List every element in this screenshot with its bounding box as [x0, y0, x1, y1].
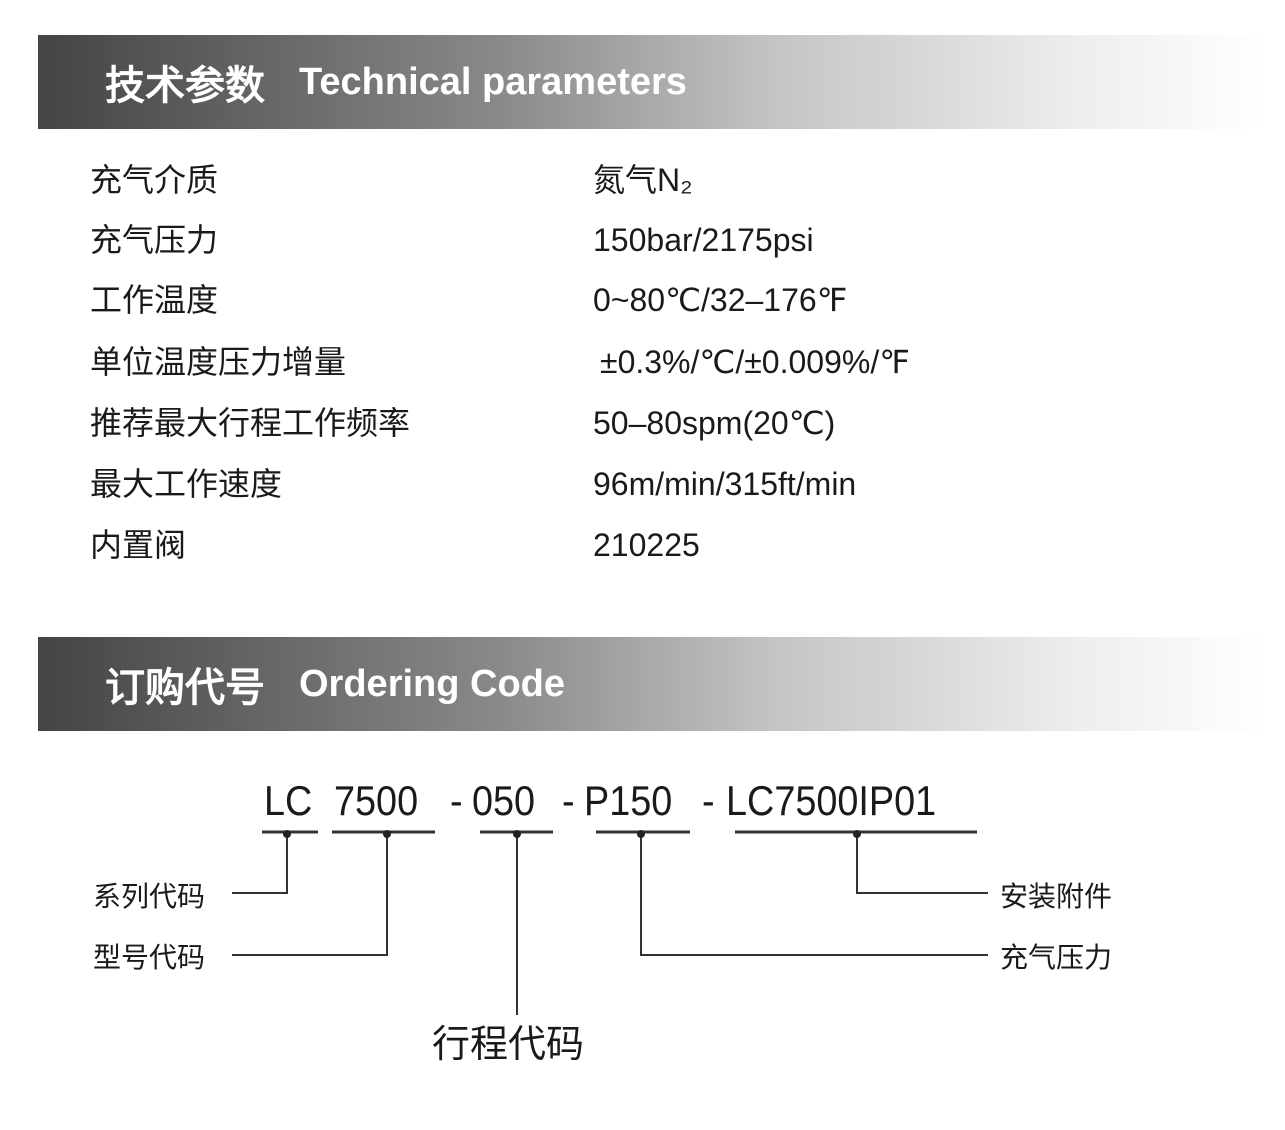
param-label: 推荐最大行程工作频率 [90, 404, 411, 442]
code-stroke: 050 [472, 777, 536, 824]
label-charge-pressure: 充气压力 [1000, 941, 1113, 974]
param-label: 单位温度压力增量 [90, 343, 347, 381]
label-series-code: 系列代码 [93, 880, 206, 913]
param-value: 96m/min/315ft/min [593, 466, 857, 502]
param-value: 0~80℃/32–176℉ [593, 282, 848, 318]
code-model: 7500 [334, 777, 419, 824]
param-label: 工作温度 [90, 281, 219, 319]
param-value: 氮气N₂ [593, 162, 693, 198]
param-label: 充气介质 [90, 161, 219, 199]
param-label: 充气压力 [90, 221, 219, 259]
param-label: 内置阀 [90, 526, 187, 564]
label-model-code: 型号代码 [93, 941, 206, 974]
param-value: 210225 [593, 527, 700, 563]
param-value: ±0.3%/℃/±0.009%/℉ [600, 344, 910, 380]
param-value: 150bar/2175psi [593, 222, 814, 258]
code-accessory: LC7500IP01 [726, 777, 937, 824]
label-stroke-code: 行程代码 [432, 1022, 585, 1066]
header-title-en: Ordering Code [299, 662, 566, 705]
param-value: 50–80spm(20℃) [593, 405, 836, 441]
header-title-zh: 技术参数 [105, 63, 265, 109]
technical-parameters-header: 技术参数 Technical parameters [38, 35, 1265, 129]
param-label: 最大工作速度 [90, 465, 283, 503]
ordering-code-header: 订购代号 Ordering Code [38, 637, 1265, 731]
label-accessory: 安装附件 [1000, 880, 1113, 913]
code-dash: - [702, 777, 715, 824]
code-pressure: P150 [584, 777, 673, 824]
code-dash: - [562, 777, 575, 824]
header-title-en: Technical parameters [299, 60, 687, 103]
code-series: LC [264, 777, 313, 824]
code-dash: - [450, 777, 463, 824]
header-title-zh: 订购代号 [105, 665, 265, 711]
